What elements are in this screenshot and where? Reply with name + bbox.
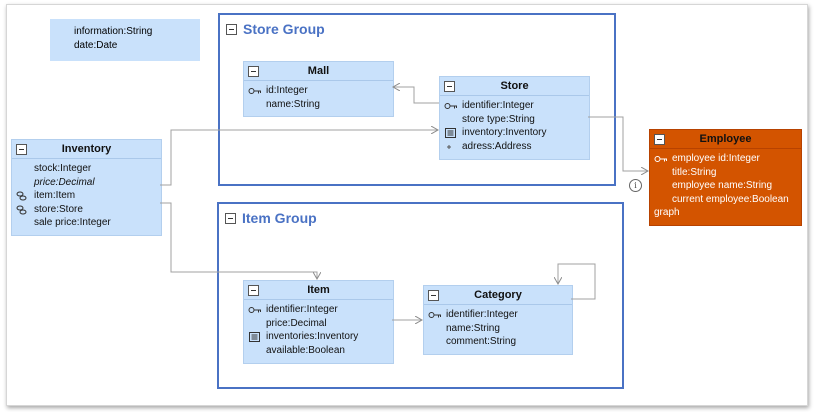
attribute-row[interactable]: name:String xyxy=(244,98,393,112)
attribute-text: current employee:Boolean xyxy=(672,193,789,205)
node-title: Inventory xyxy=(61,143,112,155)
node-title: Employee xyxy=(699,133,752,145)
mall-node[interactable]: Mall id:Integer name:String xyxy=(243,61,394,117)
attribute-text: identifier:Integer xyxy=(446,309,518,320)
category-self-connector[interactable] xyxy=(558,263,596,300)
collapse-toggle-icon[interactable] xyxy=(444,81,455,92)
attribute-row[interactable]: store:Store xyxy=(12,203,161,217)
attribute-row[interactable]: store type:String xyxy=(440,113,589,127)
attribute-row[interactable]: current employee:Boolean xyxy=(650,193,801,207)
collapse-toggle-icon[interactable] xyxy=(225,212,236,224)
attribute-row[interactable]: title:String xyxy=(650,166,801,180)
node-title: Category xyxy=(474,289,522,301)
attribute-row[interactable]: price:Decimal xyxy=(12,176,161,190)
attribute-row[interactable]: available:Boolean xyxy=(244,344,393,358)
attribute-text: available:Boolean xyxy=(266,344,345,356)
attribute-text: identifier:Integer xyxy=(266,304,338,315)
node-header[interactable]: Store xyxy=(440,77,589,96)
collapse-toggle-icon[interactable] xyxy=(16,144,27,155)
key-icon xyxy=(444,101,458,111)
attribute-row[interactable]: sale price:Integer xyxy=(12,216,161,230)
attribute-row[interactable]: stock:Integer xyxy=(12,162,161,176)
info-icon[interactable]: i xyxy=(629,179,642,192)
link-icon xyxy=(16,191,30,201)
collection-icon xyxy=(444,128,458,138)
attribute-row[interactable]: identifier:Integer xyxy=(440,99,589,113)
attribute-row[interactable]: item:Item xyxy=(12,189,161,203)
inventory-node[interactable]: Inventory stock:Integer price:Decimal item:… xyxy=(11,139,162,236)
employee-node[interactable]: Employee employee id:Integer title:String e… xyxy=(649,129,802,226)
attribute-text: identifier:Integer xyxy=(462,100,534,111)
key-icon xyxy=(248,86,262,96)
key-icon xyxy=(248,305,262,315)
attribute-text: sale price:Integer xyxy=(34,217,111,228)
attribute-row[interactable]: employee name:String xyxy=(650,179,801,193)
attribute-text: store type:String xyxy=(462,113,535,125)
collapse-toggle-icon[interactable] xyxy=(428,290,439,301)
attribute-text: store:Store xyxy=(34,203,83,215)
link-icon xyxy=(16,205,30,215)
item-node[interactable]: Item identifier:Integer price:Decimal inven… xyxy=(243,280,394,364)
attribute-row[interactable]: price:Decimal xyxy=(244,317,393,331)
node-header[interactable]: Item xyxy=(244,281,393,300)
attribute-text: inventory:Inventory xyxy=(462,127,547,138)
store-node[interactable]: Store identifier:Integer store type:String… xyxy=(439,76,590,160)
attribute-text: employee id:Integer xyxy=(672,153,760,164)
key-icon xyxy=(428,310,442,320)
attribute-text: name:String xyxy=(266,98,320,110)
inventory-to-item-connector[interactable] xyxy=(160,202,317,279)
group-title: Store Group xyxy=(243,21,325,37)
attribute-row[interactable]: inventory:Inventory xyxy=(440,126,589,140)
node-header[interactable]: Mall xyxy=(244,62,393,81)
attribute-row[interactable]: identifier:Integer xyxy=(244,303,393,317)
node-header[interactable]: Employee xyxy=(650,130,801,149)
attribute-text: price:Decimal xyxy=(34,176,95,188)
node-title: Item xyxy=(307,284,330,296)
note-line: date:Date xyxy=(74,39,118,51)
collapse-toggle-icon[interactable] xyxy=(654,134,665,145)
attribute-row[interactable]: employee id:Integer xyxy=(650,152,801,166)
node-title: Store xyxy=(500,80,529,92)
attribute-text: item:Item xyxy=(34,190,76,201)
attribute-row[interactable]: id:Integer xyxy=(244,84,393,98)
inventory-to-store-connector[interactable] xyxy=(160,130,438,186)
attribute-text: title:String xyxy=(672,166,717,178)
collapse-toggle-icon[interactable] xyxy=(248,66,259,77)
store-to-mall-connector[interactable] xyxy=(393,87,439,104)
node-header[interactable]: Category xyxy=(424,286,572,305)
attribute-text: graph xyxy=(654,207,680,218)
attribute-text: adress:Address xyxy=(462,140,532,152)
note-line: information:String xyxy=(74,26,153,37)
key-icon xyxy=(654,154,668,164)
store-to-employee-connector[interactable] xyxy=(588,116,648,171)
attribute-text: name:String xyxy=(446,322,500,334)
node-header[interactable]: Inventory xyxy=(12,140,161,159)
item-group[interactable]: Item Group xyxy=(217,202,624,389)
attribute-row[interactable]: adress:Address xyxy=(440,140,589,154)
attribute-row[interactable]: comment:String xyxy=(424,335,572,349)
node-title: Mall xyxy=(307,65,330,77)
collapse-toggle-icon[interactable] xyxy=(248,285,259,296)
attribute-row[interactable]: graph xyxy=(650,206,801,220)
attribute-text: stock:Integer xyxy=(34,163,92,174)
attribute-text: inventories:Inventory xyxy=(266,331,359,342)
plus-icon xyxy=(444,142,458,152)
store-group[interactable]: Store Group xyxy=(218,13,616,186)
attribute-row[interactable]: identifier:Integer xyxy=(424,308,572,322)
collapse-toggle-icon[interactable] xyxy=(226,23,237,35)
attribute-row[interactable]: inventories:Inventory xyxy=(244,330,393,344)
attribute-text: comment:String xyxy=(446,336,517,347)
group-title: Item Group xyxy=(242,210,317,226)
collection-icon xyxy=(248,332,262,342)
attribute-text: employee name:String xyxy=(672,180,773,191)
attribute-row[interactable]: name:String xyxy=(424,322,572,336)
note-box[interactable]: information:String date:Date xyxy=(50,19,200,61)
category-node[interactable]: Category identifier:Integer name:String com… xyxy=(423,285,573,355)
attribute-text: id:Integer xyxy=(266,85,308,96)
attribute-text: price:Decimal xyxy=(266,317,327,329)
